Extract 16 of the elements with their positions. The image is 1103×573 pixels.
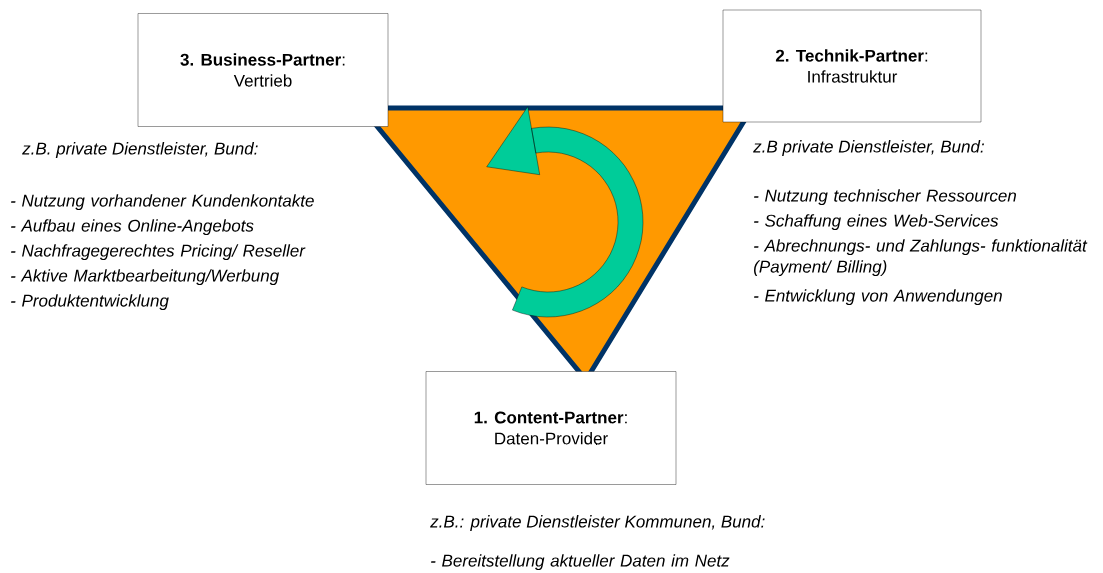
partner-box: 1. Content-Partner: Daten-Provider xyxy=(425,371,677,485)
note-text: z.B private Dienstleister, Bund: xyxy=(753,140,984,156)
list-item: - Nutzung technischer Ressourcen xyxy=(754,189,1016,206)
note-text: z.B. private Dienstleister, Bund: xyxy=(22,142,258,158)
list-item: - Bereitstellung aktueller Daten im Netz xyxy=(431,554,730,571)
list-item: - Nachfragegerechtes Pricing/ Reseller xyxy=(11,244,306,261)
list-item: - Produktentwicklung xyxy=(11,294,169,311)
list-item: - Nutzung vorhandener Kundenkontakte xyxy=(11,194,314,211)
list-item: - Aufbau eines Online-Angebots xyxy=(11,219,254,236)
partner-box: 2. Technik-Partner: Infrastruktur xyxy=(722,9,982,123)
partner-box: 3. Business-Partner: Vertrieb xyxy=(137,13,389,127)
note-text: z.B.: private Dienstleister Kommunen, Bund: xyxy=(430,515,765,531)
list-item: - Abrechnungs- und Zahlungs- funktionalität (Payment/ Billing) xyxy=(754,239,1088,277)
list-item: - Schaffung eines Web-Services xyxy=(754,214,999,231)
list-item: - Entwicklung von Anwendungen xyxy=(754,289,1002,306)
list-item: - Aktive Marktbearbeitung/Werbung xyxy=(11,269,279,286)
